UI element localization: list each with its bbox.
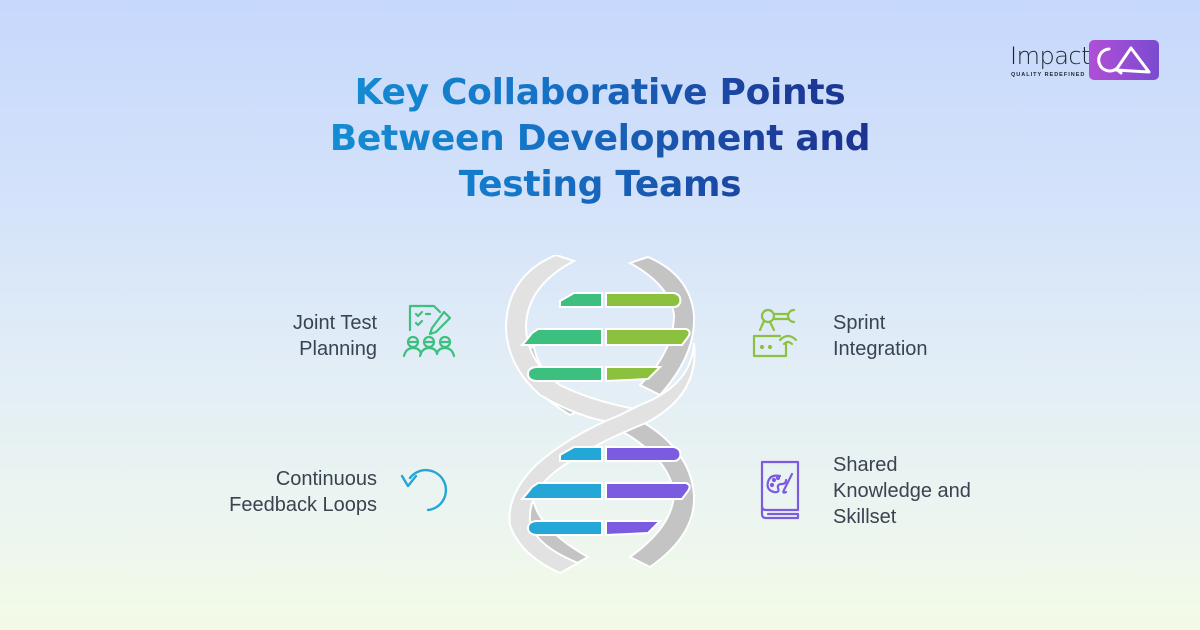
label-line: Knowledge and <box>833 480 971 502</box>
impactqa-logo: Impact QUALITY REDEFINED <box>1008 40 1160 82</box>
point-sprint-integration-label: Sprint Integration <box>833 310 928 362</box>
book-palette-icon <box>760 460 800 520</box>
label-line: Joint Test <box>292 312 377 334</box>
helix-bottom-rungs <box>519 446 691 537</box>
robotic-arm-icon <box>752 308 798 358</box>
label-line: Integration <box>833 338 928 360</box>
label-line: Shared <box>833 454 898 476</box>
logo-tagline: QUALITY REDEFINED <box>1011 72 1086 78</box>
qa-glyph-icon <box>1097 46 1151 75</box>
title-line-2: Between Development and <box>329 118 871 159</box>
title-line-3: Testing Teams <box>458 164 742 205</box>
helix-front-strand <box>504 255 696 575</box>
logo-qa-badge <box>1089 40 1159 80</box>
point-continuous-feedback-loops-label: Continuous Feedback Loops <box>229 466 377 518</box>
label-line: Sprint <box>833 312 886 334</box>
label-line: Feedback Loops <box>229 494 377 516</box>
label-line: Continuous <box>275 468 377 490</box>
label-line: Planning <box>299 338 377 360</box>
logo-wordmark: Impact <box>1010 42 1091 70</box>
checklist-team-icon <box>402 304 456 358</box>
dna-helix-illustration <box>504 255 696 575</box>
label-line: Skillset <box>833 506 897 528</box>
point-joint-test-planning-label: Joint Test Planning <box>293 310 377 362</box>
title-line-1: Key Collaborative Points <box>354 72 846 113</box>
helix-top-rungs <box>519 292 691 383</box>
loop-arrow-icon <box>400 468 448 512</box>
point-shared-knowledge-label: Shared Knowledge and Skillset <box>833 452 971 530</box>
page-title: Key Collaborative Points Between Develop… <box>250 70 950 208</box>
